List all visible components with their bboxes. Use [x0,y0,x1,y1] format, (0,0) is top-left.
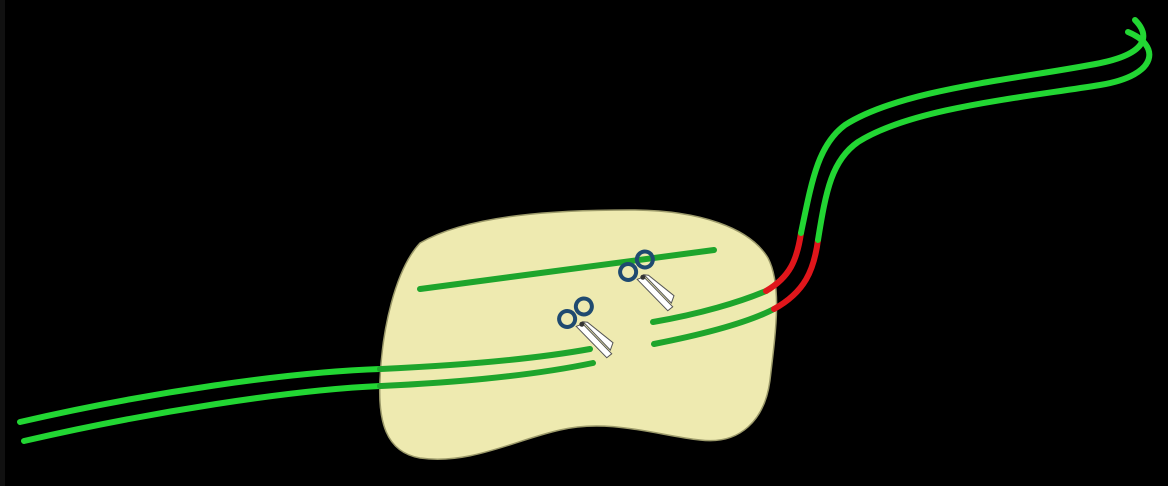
dna-strand-right-upper [801,20,1143,233]
protein-body [380,210,777,459]
dna-strand-left-lower [24,386,380,441]
dna-strand-left-upper [20,369,380,422]
